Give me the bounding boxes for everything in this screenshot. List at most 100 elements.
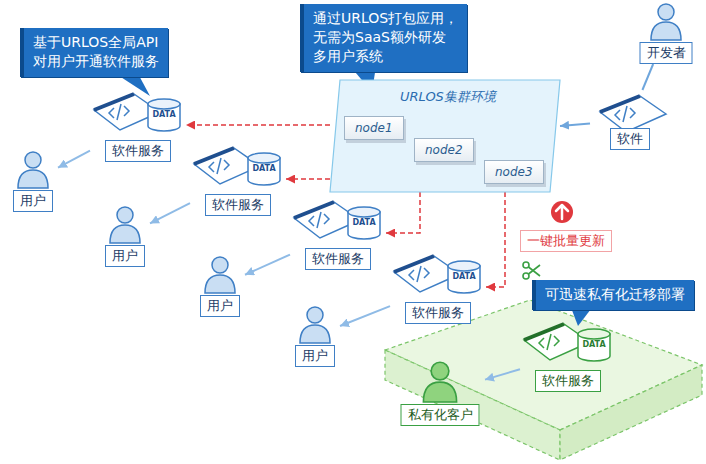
- service-card: 软件服务: [90, 88, 186, 162]
- node-text: node2: [425, 142, 463, 158]
- person-head: [658, 4, 674, 20]
- developer-figure: 开发者: [636, 2, 696, 64]
- cluster-node: node3: [484, 160, 544, 184]
- node-label: 软件: [610, 128, 650, 150]
- callout-box: 通过URLOS打包应用， 无需为SaaS额外研发 多用户系统: [300, 4, 467, 72]
- database-top: [578, 329, 610, 339]
- user-figure: 用户: [195, 255, 245, 317]
- database-top: [148, 99, 180, 109]
- node-text: node1: [355, 120, 393, 136]
- person-body: [651, 22, 681, 40]
- update-connector: [286, 178, 330, 180]
- database-label: DATA: [352, 218, 375, 228]
- person-head: [212, 257, 228, 273]
- node-label: 私有化客户: [401, 404, 480, 426]
- person-icon: [648, 2, 684, 40]
- card-bar: [194, 148, 234, 164]
- update-label: 一键批量更新: [520, 230, 612, 252]
- service-card: 软件服务: [190, 142, 286, 216]
- node-text: 基于URLOS全局API 对用户开通软件服务: [33, 33, 159, 71]
- database-top: [448, 261, 480, 271]
- flow-connector: [642, 64, 653, 90]
- customer-figure: 私有化客户: [395, 360, 485, 426]
- node-text: 通过URLOS打包应用， 无需为SaaS额外研发 多用户系统: [313, 9, 458, 66]
- database-label: DATA: [582, 340, 605, 350]
- node-text: node3: [495, 164, 533, 180]
- person-body: [205, 275, 235, 293]
- database-top: [348, 207, 380, 217]
- user-figure: 用户: [100, 205, 150, 267]
- service-card: 软件服务: [290, 196, 386, 270]
- scissors-icon: [523, 262, 540, 279]
- database-label: DATA: [452, 272, 475, 282]
- service-card: 软件服务: [390, 250, 486, 324]
- scissors-ring: [523, 262, 529, 268]
- code-symbol: [539, 334, 559, 350]
- node-label: 软件服务: [405, 302, 471, 324]
- callout-box: 可迅速私有化迁移部署: [532, 280, 694, 310]
- person-head: [117, 207, 133, 223]
- card-bar: [94, 94, 134, 110]
- update-connector: [186, 124, 330, 126]
- person-icon: [420, 360, 460, 402]
- private-region: [385, 300, 702, 460]
- flow-connector: [245, 255, 290, 275]
- user-figure: 用户: [8, 150, 58, 212]
- update-connector: [486, 192, 505, 287]
- service-card: 软件服务: [520, 318, 616, 392]
- cluster-node: node1: [344, 116, 404, 140]
- region-front: [385, 350, 560, 460]
- person-body: [110, 225, 140, 243]
- card-bar: [600, 96, 640, 112]
- person-head: [431, 362, 449, 380]
- card-face: [600, 96, 666, 132]
- flow-connector: [58, 151, 90, 168]
- node-text: 可迅速私有化迁移部署: [545, 285, 685, 304]
- node-label: 软件服务: [305, 248, 371, 270]
- cluster-panel: URLOS集群环境 node1 node2 node3: [330, 80, 560, 192]
- flow-connector: [485, 369, 520, 379]
- person-icon: [297, 305, 333, 343]
- user-figure: 用户: [290, 305, 340, 367]
- database-label: DATA: [252, 164, 275, 174]
- person-icon: [107, 205, 143, 243]
- node-label: 软件服务: [535, 370, 601, 392]
- panel-title: URLOS集群环境: [400, 88, 496, 106]
- person-body: [300, 325, 330, 343]
- callout-box: 基于URLOS全局API 对用户开通软件服务: [20, 28, 168, 77]
- software-package: 软件: [590, 90, 670, 150]
- node-label: 用户: [105, 245, 145, 267]
- card-bar: [294, 202, 334, 218]
- card-bar: [524, 324, 564, 340]
- database-top: [248, 153, 280, 163]
- person-head: [25, 152, 41, 168]
- person-body: [423, 382, 456, 402]
- code-symbol: [309, 212, 329, 228]
- node-label: 用户: [13, 190, 53, 212]
- code-symbol: [209, 158, 229, 174]
- flow-connector: [150, 203, 190, 223]
- scissors-ring: [523, 273, 529, 279]
- update-circle: [551, 201, 573, 223]
- flow-connector: [560, 123, 590, 126]
- person-head: [307, 307, 323, 323]
- node-label: 用户: [295, 345, 335, 367]
- update-arrow: [556, 205, 568, 219]
- update-connector: [386, 192, 420, 233]
- cluster-node: node2: [414, 138, 474, 162]
- code-symbol: [615, 106, 635, 122]
- node-label: 软件服务: [105, 140, 171, 162]
- flow-connector: [340, 306, 390, 326]
- code-symbol: [109, 104, 129, 120]
- person-icon: [202, 255, 238, 293]
- node-label: 用户: [200, 295, 240, 317]
- node-label: 软件服务: [205, 194, 271, 216]
- card-bar: [394, 256, 434, 272]
- cluster-shape: [330, 80, 560, 192]
- database-label: DATA: [152, 110, 175, 120]
- node-label: 开发者: [640, 42, 693, 64]
- person-body: [18, 170, 48, 188]
- update-icon: [551, 201, 573, 223]
- scissors-blade: [529, 265, 541, 276]
- code-symbol: [409, 266, 429, 282]
